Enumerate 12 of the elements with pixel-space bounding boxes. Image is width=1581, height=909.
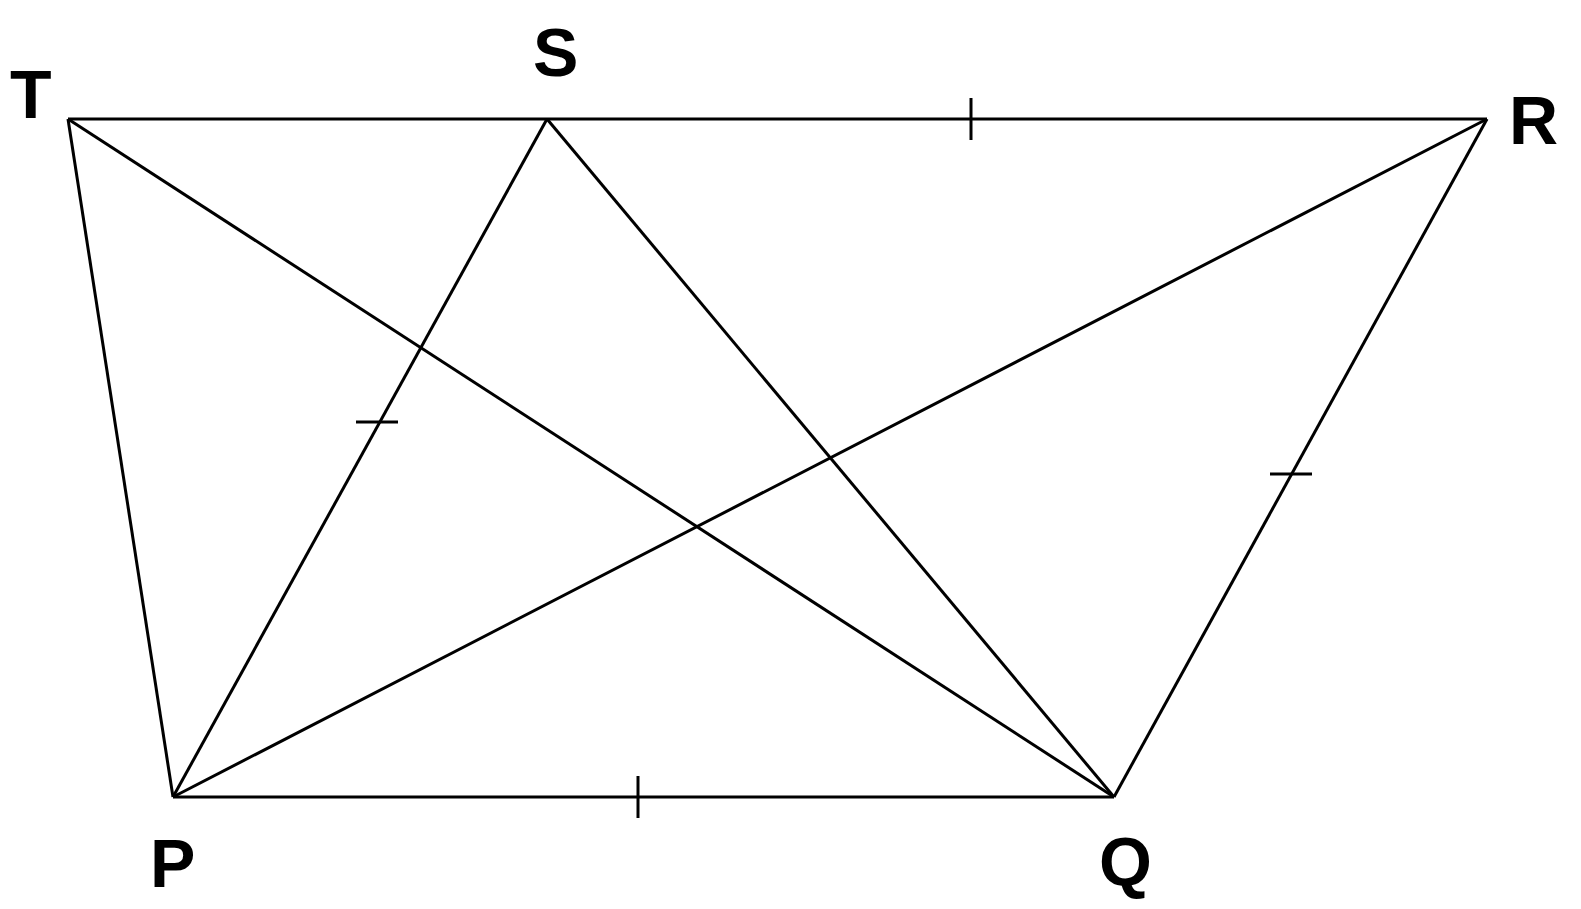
line-segment <box>68 117 547 121</box>
line-segment <box>171 118 549 798</box>
point-label: T <box>10 60 52 128</box>
line-segment <box>545 118 1116 798</box>
point-label: P <box>150 829 196 897</box>
line-segment <box>173 795 1114 799</box>
line-segment <box>547 117 1487 121</box>
point-label: R <box>1509 86 1559 154</box>
line-segment <box>66 118 175 798</box>
line-segment <box>1112 118 1489 798</box>
line-segment <box>172 117 1488 799</box>
point-label: S <box>533 18 579 86</box>
